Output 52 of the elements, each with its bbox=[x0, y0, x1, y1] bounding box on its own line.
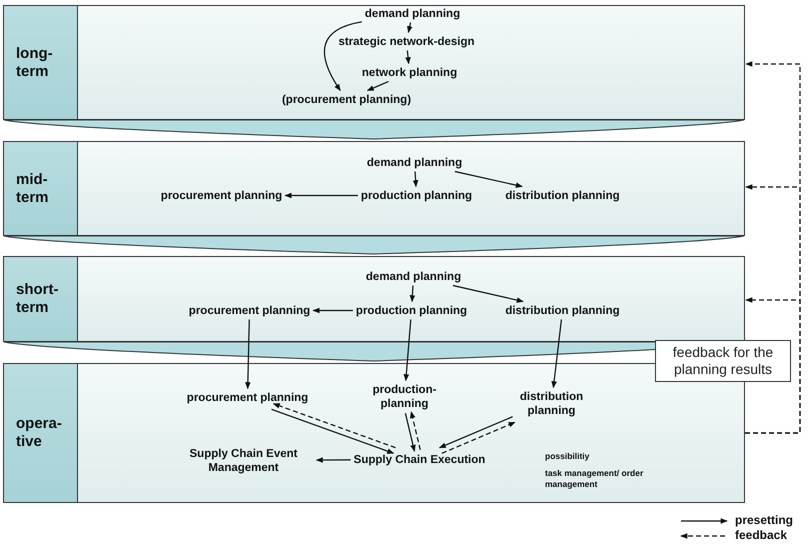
legend-label: presetting bbox=[735, 513, 794, 527]
note-text: task management/ order management bbox=[545, 468, 644, 490]
arrow bbox=[284, 192, 358, 198]
arrow bbox=[404, 319, 412, 382]
step-label: distribution planning bbox=[503, 188, 622, 204]
step-label: demand planning bbox=[362, 6, 462, 22]
arrow bbox=[407, 22, 412, 34]
level-name: opera-tive bbox=[16, 415, 62, 451]
note-text: possibilitiy bbox=[545, 451, 590, 462]
step-label: demand planning bbox=[364, 154, 464, 170]
step-label: procurement planning bbox=[184, 390, 310, 406]
arrow bbox=[551, 319, 562, 388]
step-label: strategic network-design bbox=[336, 34, 477, 50]
step-label: distribution planning bbox=[503, 302, 622, 318]
level-panel bbox=[3, 5, 745, 120]
feedback-arrow bbox=[442, 422, 516, 454]
arrow bbox=[452, 284, 524, 303]
step-label: (procurement planning) bbox=[280, 92, 414, 108]
step-label: Supply Chain Execution bbox=[352, 452, 488, 468]
level-name: mid-term bbox=[16, 170, 50, 206]
step-label: distribution planning bbox=[510, 388, 594, 418]
arrow bbox=[316, 457, 351, 463]
step-label: production planning bbox=[358, 188, 474, 204]
step-label: production planning bbox=[354, 302, 470, 318]
arrow bbox=[271, 408, 394, 454]
legend-label: feedback bbox=[735, 528, 788, 542]
arrow bbox=[410, 285, 416, 302]
feedback-arrow bbox=[745, 297, 801, 434]
arrow bbox=[405, 50, 411, 64]
feedback-arrow bbox=[410, 411, 421, 450]
chevron-arrow bbox=[4, 236, 744, 254]
arrow bbox=[245, 319, 251, 390]
arrow bbox=[312, 308, 353, 314]
step-label: production- planning bbox=[362, 382, 446, 412]
arrow bbox=[366, 80, 389, 92]
level-panel bbox=[3, 256, 745, 342]
level-panel bbox=[3, 141, 745, 236]
step-label: procurement planning bbox=[158, 188, 284, 204]
arrow bbox=[324, 21, 362, 92]
level-name: long-term bbox=[16, 44, 54, 80]
step-label: demand planning bbox=[364, 268, 464, 284]
arrow bbox=[454, 170, 523, 188]
level-name: short-term bbox=[16, 281, 60, 317]
arrow bbox=[412, 171, 418, 188]
step-label: Supply Chain Event Management bbox=[172, 446, 316, 476]
chevron-arrow bbox=[4, 120, 744, 140]
note-box: feedback for the planning results bbox=[655, 340, 791, 382]
step-label: procurement planning bbox=[186, 302, 312, 318]
step-label: network planning bbox=[360, 64, 460, 80]
arrow bbox=[404, 413, 416, 452]
arrow bbox=[438, 416, 513, 448]
feedback-arrow bbox=[272, 403, 396, 448]
